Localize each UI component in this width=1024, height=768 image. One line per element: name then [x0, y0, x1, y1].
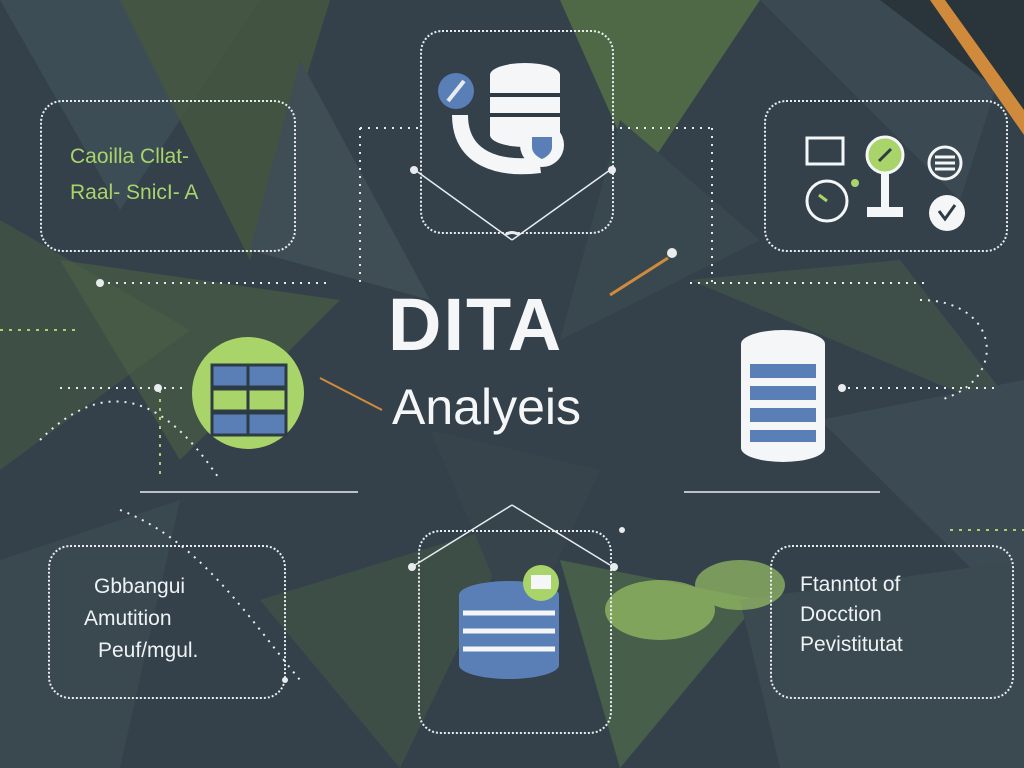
top-left-box — [40, 100, 296, 252]
pin-icon — [851, 179, 859, 187]
bottom-left-line-2: Amutition — [84, 607, 172, 630]
database-with-shield-icon — [438, 63, 564, 235]
stacked-blocks-icon — [192, 337, 304, 449]
bottom-left-line-3: Peuf/mgul. — [98, 639, 199, 662]
bottom-center-box — [418, 530, 612, 734]
top-right-icons — [805, 135, 985, 235]
database-icon-right — [741, 330, 825, 462]
top-left-line-2: Raal- SnicI- A — [70, 181, 199, 204]
database-icon-bottom — [459, 565, 559, 679]
bottom-right-line-2: Docction — [800, 603, 882, 626]
bottom-left-box — [48, 545, 286, 699]
checkmark-icon — [929, 195, 965, 231]
main-title: DITA — [388, 283, 564, 366]
list-icon — [927, 145, 963, 181]
top-right-box — [764, 100, 1008, 252]
magnifier-icon — [865, 135, 905, 217]
square-icon — [805, 136, 845, 166]
bottom-left-line-1: Gbbangui — [94, 575, 186, 598]
bottom-right-box — [770, 545, 1014, 699]
sub-title: Analyeis — [392, 379, 581, 435]
clock-icon — [805, 179, 849, 223]
bottom-right-line-1: Ftanntot of — [800, 573, 901, 596]
bottom-right-line-3: Pevistitutat — [800, 633, 903, 656]
top-left-line-1: Caoilla Cllat- — [70, 145, 190, 168]
